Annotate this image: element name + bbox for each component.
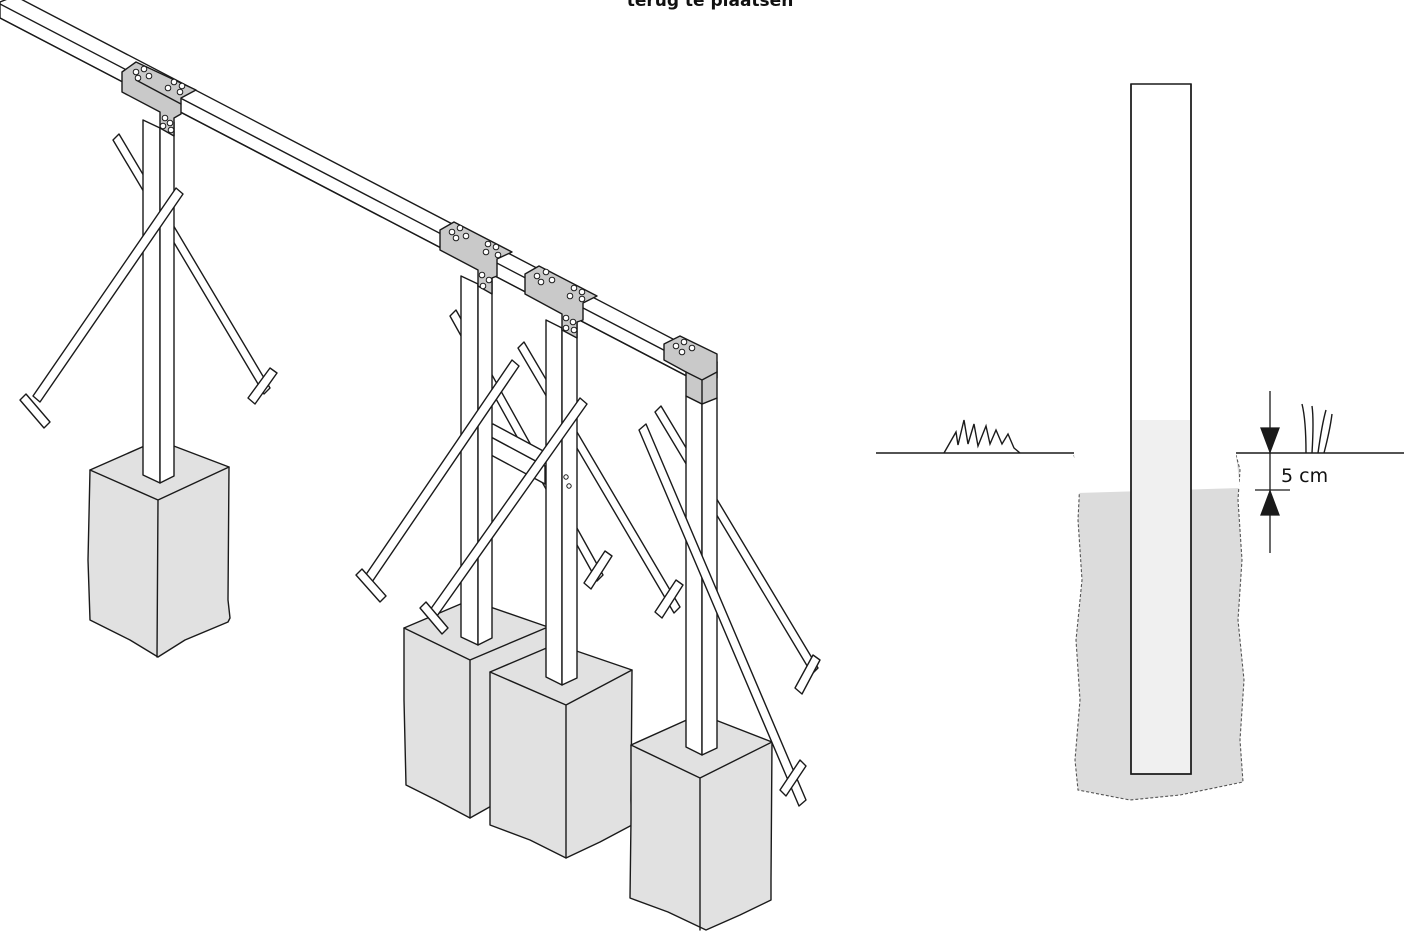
brace-front-mid-b bbox=[419, 397, 588, 635]
concrete-footing-4 bbox=[629, 713, 773, 931]
caption-text: terug te plaatsen bbox=[626, 0, 794, 11]
brace-front-left bbox=[19, 187, 184, 429]
brace-front-right bbox=[638, 423, 807, 807]
post-3 bbox=[545, 319, 578, 686]
dimension-label: 5 cm bbox=[1281, 465, 1328, 487]
bolts bbox=[132, 65, 696, 489]
grass-tuft-right bbox=[1301, 403, 1333, 454]
brace-rear-left bbox=[112, 133, 278, 405]
corner-bracket bbox=[663, 335, 718, 405]
ground-section-detail: 5 cm bbox=[876, 83, 1404, 801]
post-2 bbox=[460, 275, 493, 646]
top-beam bbox=[0, 0, 718, 385]
dimension-marker bbox=[1255, 391, 1290, 553]
brace-front-mid-a bbox=[355, 359, 520, 603]
grass-tuft-left bbox=[943, 419, 1021, 454]
concrete-footing-3 bbox=[489, 643, 633, 859]
concrete-footing-1 bbox=[87, 439, 231, 658]
post-1 bbox=[142, 119, 175, 484]
